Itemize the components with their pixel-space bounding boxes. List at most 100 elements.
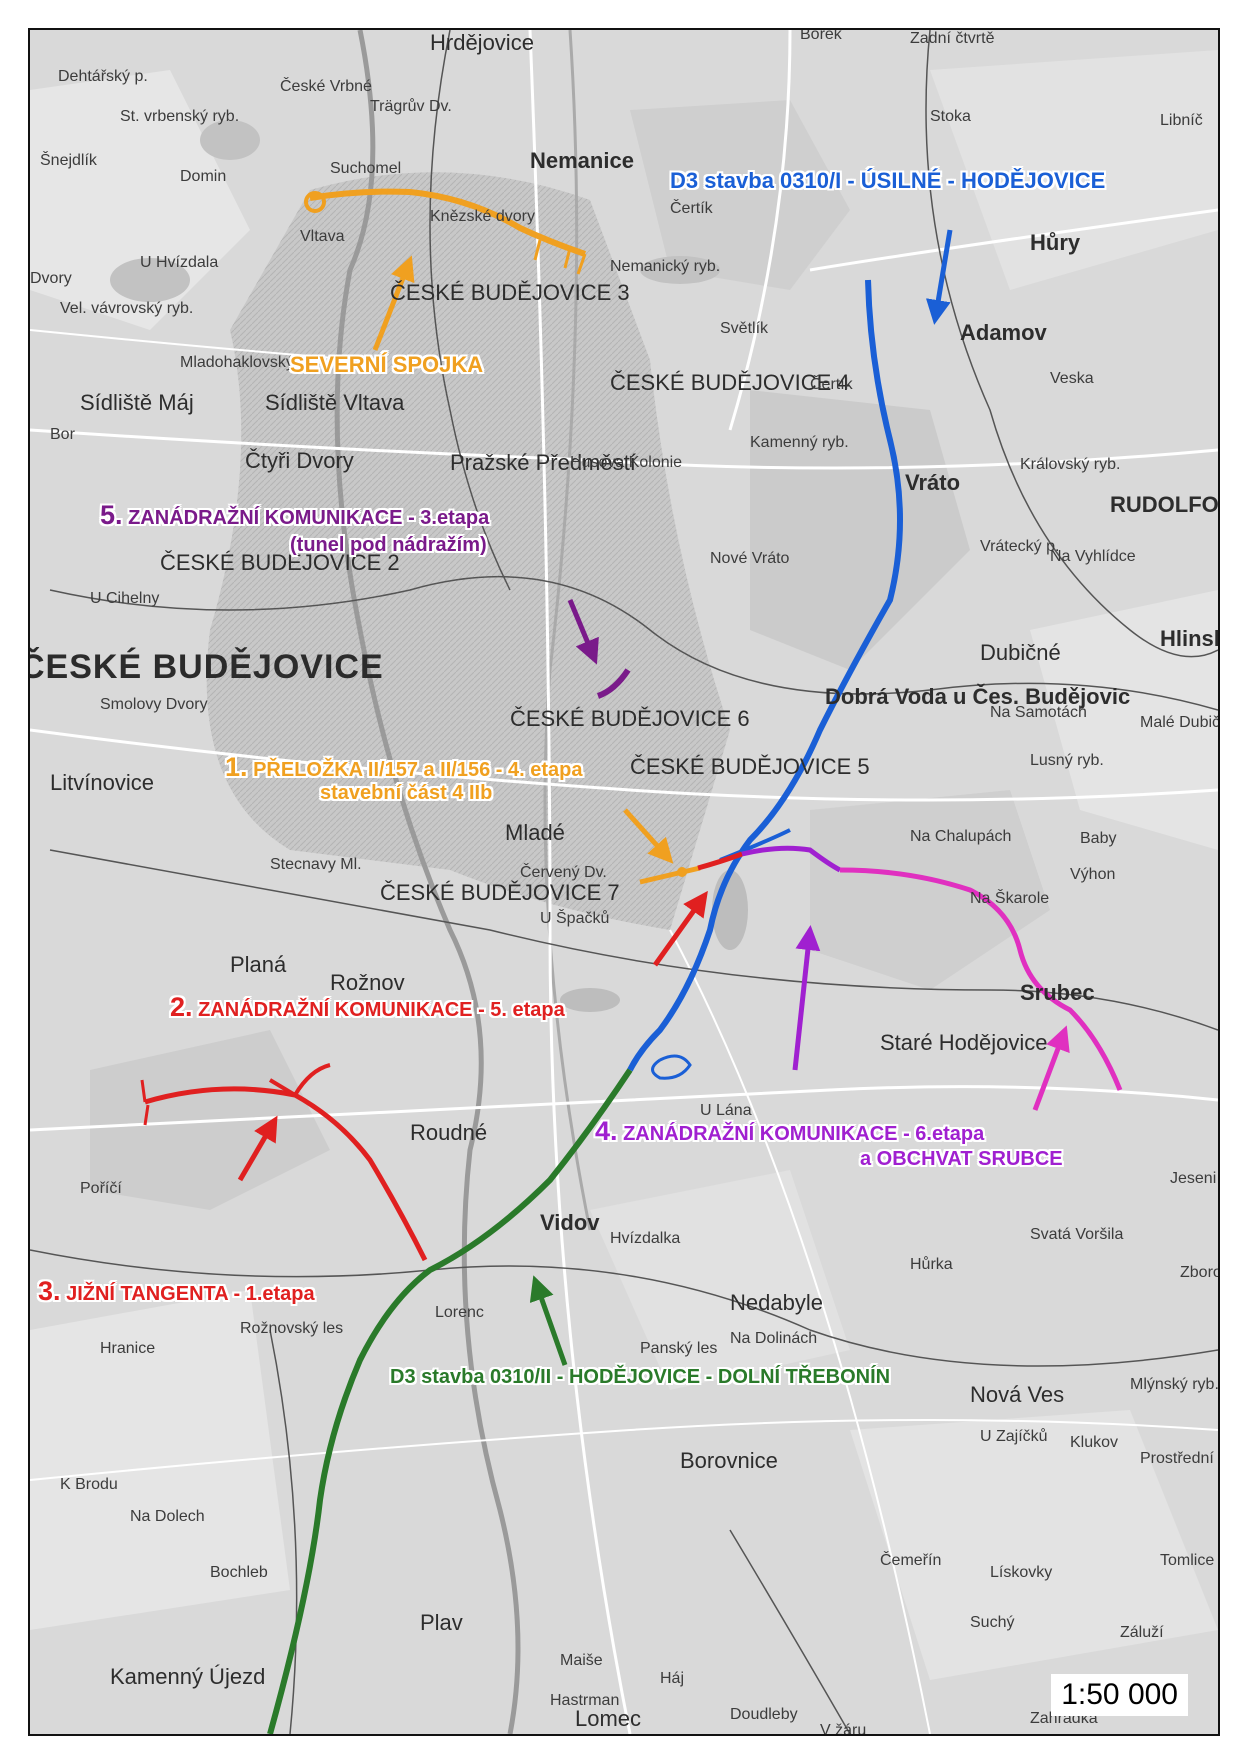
place-label: Hastrman <box>550 1692 620 1709</box>
place-label: Roudné <box>410 1120 488 1145</box>
place-label: Na Dolinách <box>730 1330 818 1347</box>
place-label: ČESKÉ BUDĚJOVICE 5 <box>630 754 870 779</box>
p3-arrow <box>237 1115 278 1182</box>
place-label: Dobrá Voda u Čes. Budějovic <box>825 684 1131 709</box>
place-label: Zadní čtvrtě <box>910 30 995 47</box>
forest-area <box>30 70 250 330</box>
place-label: Lomec <box>575 1706 642 1731</box>
place-label: Hůry <box>1030 230 1081 255</box>
p1-route[interactable] <box>639 865 701 885</box>
p5-route[interactable] <box>596 668 631 699</box>
admin-boundary <box>925 30 1218 658</box>
d3-interchange <box>651 1054 692 1080</box>
d3-south-label[interactable]: D3 stavba 0310/II - HODĚJOVICE - DOLNÍ T… <box>390 1366 890 1389</box>
place-label: Veska <box>1050 370 1094 387</box>
severni-spojka-route[interactable] <box>309 188 586 257</box>
p3-end <box>140 1079 150 1126</box>
p5-label[interactable]: 5. ZANÁDRAŽNÍ KOMUNIKACE - 3.etapa <box>100 500 489 531</box>
place-label: Stoka <box>930 108 971 125</box>
place-label: Bochleb <box>210 1564 268 1581</box>
place-label: Smolovy Dvory <box>100 696 208 713</box>
forest-area <box>850 1410 1218 1680</box>
place-label: Zborov <box>1180 1264 1218 1281</box>
place-label: Svatá Voršila <box>1030 1226 1124 1243</box>
p4-route[interactable] <box>741 845 842 873</box>
d3-north-route[interactable] <box>627 279 903 1072</box>
p2-route[interactable] <box>697 851 743 871</box>
pointer-arrows <box>237 229 1070 1366</box>
pond <box>110 258 190 302</box>
place-label: Adamov <box>960 320 1047 345</box>
place-label: ČESKÉ BUDĚJOVICE 3 <box>390 280 630 305</box>
place-label: Vltava <box>300 228 345 245</box>
place-label: Dehtářský p. <box>58 68 148 85</box>
map-canvas[interactable] <box>30 30 1218 1734</box>
place-label: Čemeřín <box>880 1552 942 1569</box>
place-label: Staré Hodějovice <box>880 1030 1048 1055</box>
p5-sublabel: (tunel pod nádražím) <box>290 534 487 557</box>
place-label: Nemanický ryb. <box>610 258 721 275</box>
forest-area <box>590 1170 850 1390</box>
place-label: Srubec <box>1020 980 1095 1005</box>
p4-sublabel: a OBCHVAT SRUBCE <box>860 1148 1063 1171</box>
p4-number: 4. <box>595 1116 618 1146</box>
admin-boundary <box>49 575 1218 711</box>
place-label: Panský les <box>640 1340 718 1357</box>
place-label: Prostřední ryb. <box>1140 1450 1218 1467</box>
malse-river <box>543 30 592 1231</box>
place-label: Knězské dvory <box>430 208 535 225</box>
place-label: Borovnice <box>680 1448 778 1473</box>
p4-srubec-bypass[interactable] <box>839 867 1123 1091</box>
admin-boundary <box>729 1529 851 1734</box>
road <box>30 428 1218 470</box>
urban-area <box>630 100 850 290</box>
p3-label[interactable]: 3. JIŽNÍ TANGENTA - 1.etapa <box>38 1276 315 1307</box>
place-label: Vel. vávrovský ryb. <box>60 300 194 317</box>
place-label: Háj <box>660 1670 685 1687</box>
p2-label[interactable]: 2. ZANÁDRAŽNÍ KOMUNIKACE - 5. etapa <box>170 992 565 1023</box>
place-label: Mladé <box>505 820 565 845</box>
p4-label[interactable]: 4. ZANÁDRAŽNÍ KOMUNIKACE - 6.etapa <box>595 1116 984 1147</box>
place-label: Husova Kolonie <box>570 454 683 471</box>
p4-sublabel-text: a OBCHVAT SRUBCE <box>860 1148 1063 1170</box>
terrain-layer <box>30 30 1218 1734</box>
place-label: U Cihelny <box>90 590 160 607</box>
severni-spojka-label[interactable]: SEVERNÍ SPOJKA <box>290 352 483 378</box>
city-name: ČESKÉ BUDĚJOVICE <box>28 648 384 686</box>
place-label: Malé Dubičné <box>1140 714 1220 731</box>
place-label: Vrátecký p. <box>980 538 1060 555</box>
place-label: Výhon <box>1070 866 1116 883</box>
place-label: Maiše <box>560 1652 603 1669</box>
place-label: České Vrbné <box>280 78 372 95</box>
p2-label-text: ZANÁDRAŽNÍ KOMUNIKACE - 5. etapa <box>198 999 565 1021</box>
place-label: Čertík <box>670 200 713 217</box>
place-label: Nedabyle <box>730 1290 823 1315</box>
forest-area <box>1030 590 1218 850</box>
place-label: Hvízdalka <box>610 1230 681 1247</box>
pond <box>640 256 720 284</box>
map-frame[interactable]: Hrdějovice Borek Zadní čtvrtě Libníč Deh… <box>28 28 1220 1736</box>
place-label: Rožnov <box>330 970 405 995</box>
place-label: Stecnavy Ml. <box>270 856 362 873</box>
admin-boundary <box>49 849 1218 1031</box>
d3-south-arrow <box>529 1275 568 1366</box>
p1-label[interactable]: 1. PŘELOŽKA II/157 a II/156 - 4. etapa <box>225 752 582 783</box>
place-label: Světlík <box>720 320 769 337</box>
road <box>728 30 792 431</box>
place-label: Hranice <box>100 1340 156 1357</box>
p5-label-text: ZANÁDRAŽNÍ KOMUNIKACE - 3.etapa <box>128 507 490 529</box>
p1-node <box>677 867 687 877</box>
road <box>30 1085 1218 1132</box>
d3-south-route[interactable] <box>267 1068 633 1734</box>
pond <box>200 120 260 160</box>
place-label: Lorenc <box>435 1304 484 1321</box>
p1-sublabel-text: stavební část 4 IIb <box>320 782 493 804</box>
place-label: Hrdějovice <box>430 30 534 55</box>
admin-boundary <box>429 30 511 591</box>
d3-north-label[interactable]: D3 stavba 0310/I - ÚSILNÉ - HODĚJOVICE <box>670 168 1105 194</box>
severni-spojka-label-text: SEVERNÍ SPOJKA <box>290 352 484 377</box>
p3-route[interactable] <box>144 1086 428 1262</box>
admin-boundary <box>30 1249 1218 1367</box>
place-label: U Lána <box>700 1102 752 1119</box>
place-label: Hůrka <box>910 1256 953 1273</box>
